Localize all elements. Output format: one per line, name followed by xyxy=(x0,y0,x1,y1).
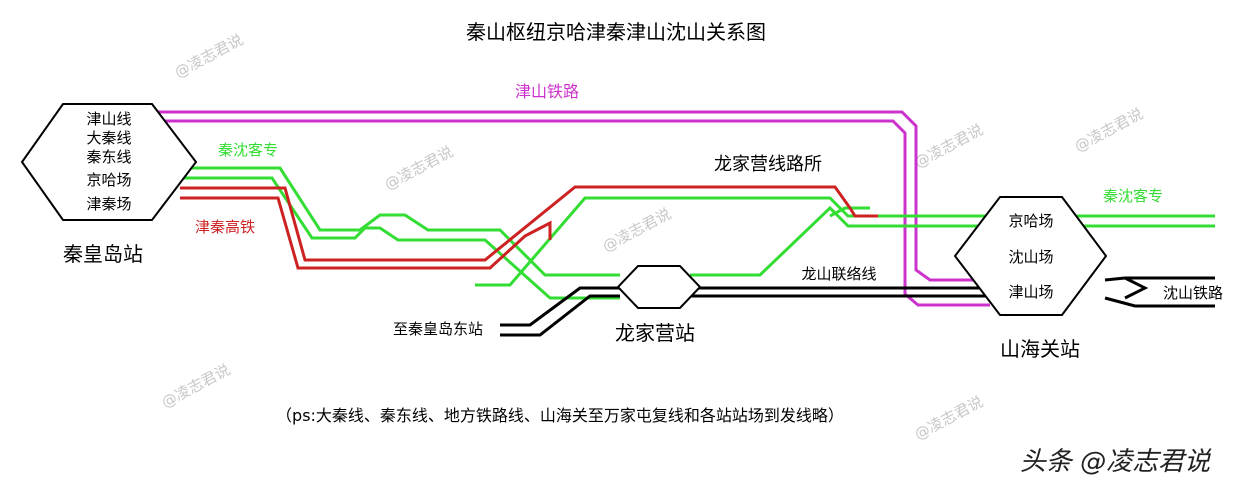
footer-watermark: 头条 @凌志君说 xyxy=(1020,447,1212,477)
qinhuangdao-station-name: 秦皇岛站 xyxy=(63,242,143,266)
jinshan-railway-track-1 xyxy=(150,110,990,282)
jinqin-hsr-track-2 xyxy=(180,196,552,270)
shanhaiguan-yard-shenshan: 沈山场 xyxy=(1008,248,1053,266)
qinhuangdao-station: 津山线 大秦线 秦东线 京哈场 津秦场 xyxy=(20,103,198,221)
jinqin-hsr-track-3 xyxy=(848,207,878,218)
qinhuangdao-yard-jinqin: 津秦场 xyxy=(86,195,131,213)
jinqin-hsr-label: 津秦高铁 xyxy=(195,218,255,236)
shanhaiguan-station-shape xyxy=(953,196,1108,316)
watermark: @凌志君说 xyxy=(381,142,456,193)
qinhuangdao-yard-jingha: 京哈场 xyxy=(86,171,131,189)
longshan-link-label: 龙山联络线 xyxy=(801,265,876,283)
shenshan-railway-track-1 xyxy=(1104,276,1215,282)
shanhaiguan-yard-jinshan: 津山场 xyxy=(1008,283,1053,301)
qinshen-left-label: 秦沈客专 xyxy=(218,141,278,159)
shanhaiguan-yard-jingha: 京哈场 xyxy=(1008,212,1053,230)
qinhuangdao-yard-daqin: 大秦线 xyxy=(86,129,131,147)
to-qinhuangdao-east-label: 至秦皇岛东站 xyxy=(393,320,483,338)
shenshan-railway-track-2 xyxy=(1104,296,1215,308)
conventional-lines xyxy=(500,276,1215,337)
diagram-title: 秦山枢纽京哈津秦津山沈山关系图 xyxy=(466,20,766,44)
qinshen-line-5 xyxy=(829,206,870,218)
footnote: （ps:大秦线、秦东线、地方铁路线、山海关至万家屯复线和各站站场到发线略） xyxy=(276,406,844,425)
shenshan-railway-branch xyxy=(1124,276,1149,300)
jinshan-railway-lines xyxy=(150,110,990,307)
jinqin-hsr-lines xyxy=(180,185,878,270)
qinshen-line-1 xyxy=(180,166,620,277)
jinshan-railway-label: 津山铁路 xyxy=(515,82,579,101)
qinshen-line-2 xyxy=(180,176,620,300)
shanhaiguan-station-name: 山海关站 xyxy=(1000,337,1080,361)
watermark: @凌志君说 xyxy=(158,360,233,411)
qinhuangdao-yard-qindong: 秦东线 xyxy=(86,148,131,166)
qinhuangdao-east-track-1 xyxy=(500,286,620,327)
qinhuangdao-east-track-2 xyxy=(500,294,620,337)
watermark: @凌志君说 xyxy=(911,392,986,443)
jinqin-hsr-track-1 xyxy=(180,185,852,262)
longjiaying-station-shape xyxy=(616,265,702,309)
qinshen-line-3 xyxy=(475,196,1215,287)
longjiaying-junction-label: 龙家营线路所 xyxy=(714,154,822,175)
qinhuangdao-station-shape xyxy=(20,103,198,221)
longjiaying-station-name: 龙家营站 xyxy=(615,321,695,345)
watermark: @凌志君说 xyxy=(911,120,986,171)
qinshen-line-4 xyxy=(690,205,1215,277)
watermark: @凌志君说 xyxy=(599,204,674,255)
qinshen-right-label: 秦沈客专 xyxy=(1103,187,1163,205)
shenshan-railway-label: 沈山铁路 xyxy=(1163,284,1223,302)
longjiaying-station xyxy=(616,265,702,309)
watermark: @凌志君说 xyxy=(171,30,246,81)
shanhaiguan-station: 京哈场 沈山场 津山场 xyxy=(953,196,1108,316)
qinhuangdao-yard-jinshan: 津山线 xyxy=(86,110,131,128)
jinshan-railway-track-2 xyxy=(150,119,990,307)
watermark: @凌志君说 xyxy=(1071,104,1146,155)
